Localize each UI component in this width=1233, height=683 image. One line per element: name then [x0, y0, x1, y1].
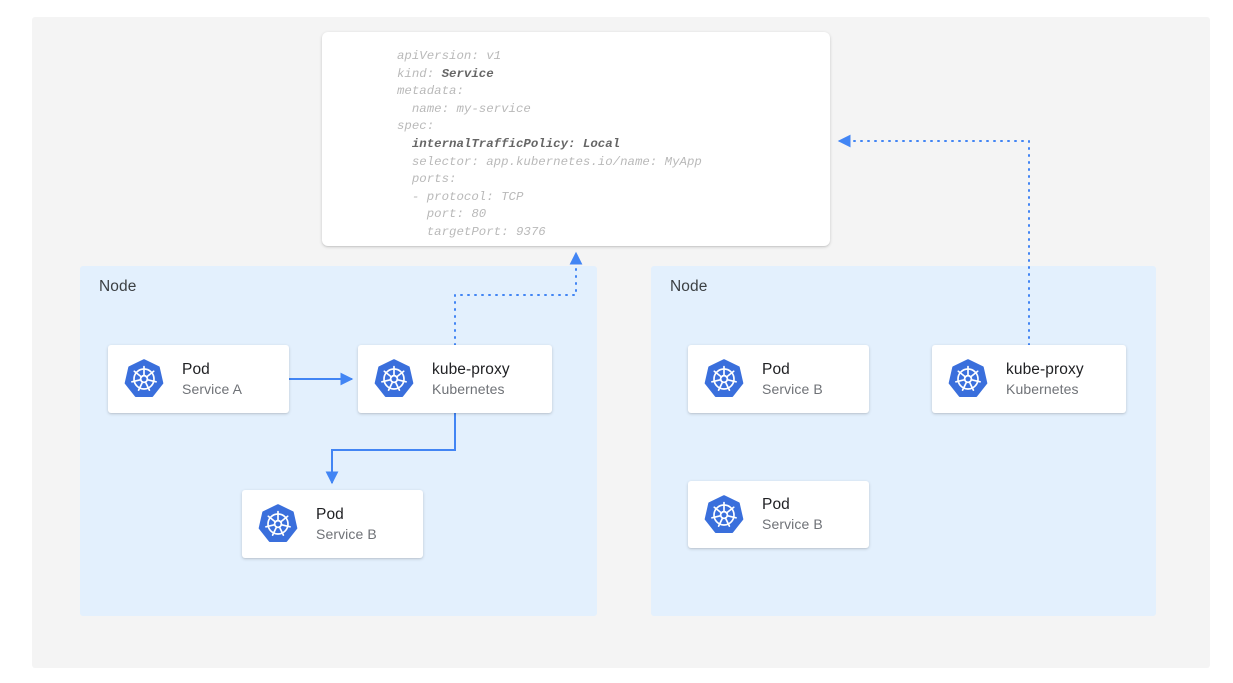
kubernetes-logo-icon — [948, 359, 988, 399]
entity-subtitle: Service B — [762, 380, 823, 397]
entity-box-kube-proxy-right[interactable]: kube-proxy Kubernetes — [932, 345, 1126, 413]
kubernetes-logo-icon — [704, 494, 744, 535]
yaml-line: selector: app.kubernetes.io/name: MyApp — [397, 154, 702, 169]
service-yaml-card: apiVersion: v1 kind: Service metadata: nam… — [322, 32, 830, 246]
kubernetes-logo-icon — [258, 504, 298, 544]
entity-box-text: Pod Service B — [762, 495, 823, 534]
entity-box-text: Pod Service A — [182, 360, 242, 399]
node-panel-right: Node — [651, 266, 1156, 616]
entity-title: Pod — [762, 496, 790, 513]
entity-title: Pod — [316, 505, 344, 523]
entity-subtitle: Service B — [762, 516, 823, 532]
yaml-line: ports: — [397, 172, 457, 187]
yaml-line: port: 80 — [397, 207, 487, 222]
entity-subtitle: Kubernetes — [432, 380, 505, 397]
kubernetes-logo-icon — [124, 359, 164, 399]
yaml-line: - protocol: TCP — [397, 189, 524, 204]
entity-box-pod-service-b-right-bottom[interactable]: Pod Service B — [688, 481, 869, 548]
entity-subtitle: Service A — [182, 380, 243, 397]
service-yaml-code: apiVersion: v1 kind: Service metadata: nam… — [397, 48, 702, 242]
entity-box-pod-service-b-right-top[interactable]: Pod Service B — [688, 345, 869, 413]
node-label-right: Node — [670, 278, 708, 295]
entity-title: kube-proxy — [1006, 360, 1084, 378]
entity-box-text: Pod Service B — [762, 360, 823, 399]
yaml-line: kind: Service — [397, 66, 494, 81]
kubernetes-logo-icon — [374, 359, 414, 399]
yaml-line: spec: — [397, 119, 435, 134]
entity-title: kube-proxy — [432, 360, 510, 378]
entity-box-text: kube-proxy Kubernetes — [432, 360, 510, 399]
entity-title: Pod — [182, 360, 210, 378]
entity-box-kube-proxy-left[interactable]: kube-proxy Kubernetes — [358, 345, 552, 413]
yaml-line: apiVersion: v1 — [397, 49, 502, 63]
yaml-line: internalTrafficPolicy: Local — [411, 136, 621, 151]
entity-box-text: Pod Service B — [316, 505, 377, 544]
yaml-line: targetPort: 9376 — [397, 224, 546, 239]
yaml-line: name: my-service — [397, 101, 531, 116]
entity-box-text: kube-proxy Kubernetes — [1006, 360, 1084, 399]
node-label-left: Node — [99, 278, 137, 295]
entity-title: Pod — [762, 360, 790, 378]
entity-subtitle: Kubernetes — [1006, 380, 1079, 397]
entity-subtitle: Service B — [316, 525, 377, 542]
node-panel-left: Node — [80, 266, 597, 616]
kubernetes-logo-icon — [704, 359, 744, 399]
entity-box-pod-service-a[interactable]: Pod Service A — [108, 345, 289, 413]
entity-box-pod-service-b-left[interactable]: Pod Service B — [242, 490, 423, 558]
yaml-line: metadata: — [397, 84, 464, 99]
